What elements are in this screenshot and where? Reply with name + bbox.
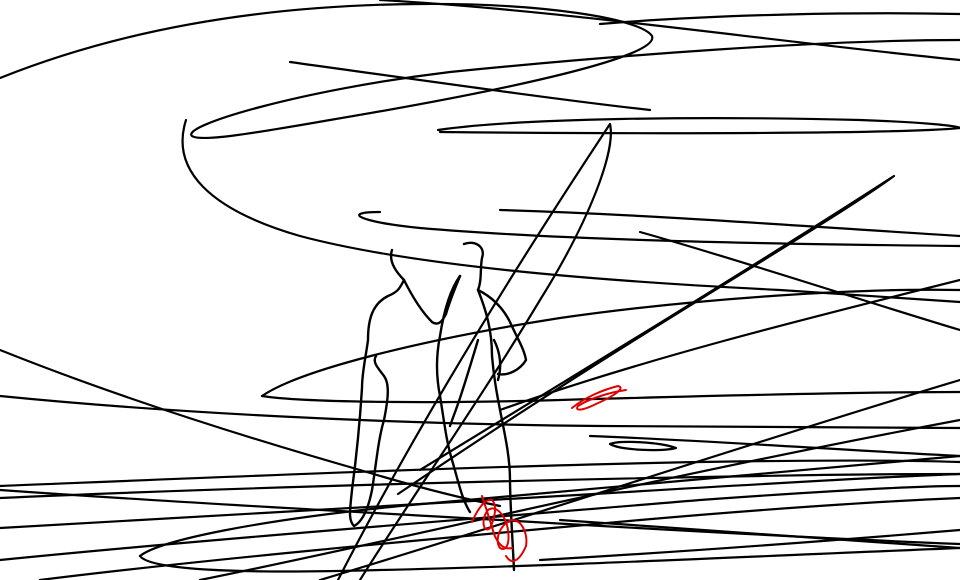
figure-right-outline <box>448 338 480 428</box>
scribble-stroke <box>558 518 960 550</box>
scribble-stroke <box>318 378 960 580</box>
figure-left-outline <box>402 274 462 325</box>
scribble-stroke <box>498 208 960 238</box>
scribble-stroke <box>0 472 960 530</box>
scribble-stroke <box>378 0 960 62</box>
scribble-stroke <box>288 60 652 112</box>
scribble-stroke <box>260 288 960 398</box>
scribble-stroke <box>0 459 960 488</box>
scribble-stroke <box>138 454 960 558</box>
scribble-stroke <box>0 2 960 140</box>
red-scribble <box>481 495 513 550</box>
red-scribble <box>571 385 627 411</box>
scribble-stroke <box>358 210 960 248</box>
scribble-stroke <box>0 484 960 562</box>
scribble-stroke <box>436 117 960 135</box>
figures <box>348 241 528 572</box>
figure-right-outline <box>476 288 516 572</box>
scribble-stroke <box>198 418 960 580</box>
scribble-stroke <box>38 496 960 580</box>
scribble-stroke <box>138 546 960 573</box>
scribble-stroke <box>396 174 896 496</box>
scribble-stroke <box>0 472 960 500</box>
figure-right-outline <box>492 338 502 382</box>
scribble-stroke <box>588 434 960 458</box>
scribble-stroke <box>608 440 678 452</box>
scribble-stroke <box>0 394 960 430</box>
scribble-stroke <box>260 390 960 404</box>
scribble-stroke <box>0 348 502 508</box>
figure-right-outline <box>462 241 528 376</box>
scribble-stroke <box>638 230 960 332</box>
scribble-stroke <box>181 118 960 304</box>
scribble-stroke <box>336 122 612 580</box>
red-scribble <box>471 498 528 562</box>
figure-left-outline <box>348 248 406 528</box>
figure-right-outline <box>435 274 472 514</box>
scribble-stroke <box>598 12 960 26</box>
scribble-stroke <box>538 528 960 562</box>
scribble-stroke <box>498 278 960 412</box>
red-scribbles <box>471 385 627 562</box>
